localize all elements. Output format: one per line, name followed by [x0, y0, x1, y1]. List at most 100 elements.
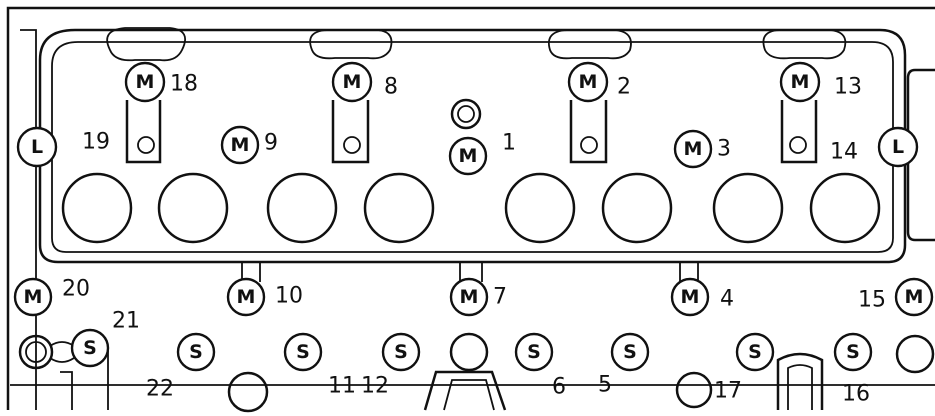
svg-text:S: S [394, 341, 408, 363]
cylinder-bores [61, 172, 881, 244]
post-stub [679, 262, 699, 282]
cylinder-bore [363, 172, 435, 244]
bolt-number: 3 [717, 137, 731, 162]
plain-port-inner [25, 341, 47, 363]
tab-hole [789, 136, 807, 154]
m-bolts: M 18 M 8 M 2 M 13 M 9 M 1 [13, 61, 934, 317]
outer-frame [6, 6, 935, 410]
cylinder-bore [266, 172, 338, 244]
bolt-tab [780, 100, 818, 164]
bolt-m-15: M 15 [858, 277, 934, 317]
svg-text:S: S [296, 341, 310, 363]
bolt-m-13: M 13 [779, 61, 862, 103]
bolt-number: 19 [82, 130, 110, 155]
post-stub [459, 262, 483, 282]
bolt-tab [331, 100, 370, 164]
locator-ring-inner [457, 105, 475, 123]
bolt-number: 18 [170, 72, 198, 97]
cylinder-bore [712, 172, 784, 244]
svg-text:S: S [748, 341, 762, 363]
svg-text:S: S [623, 341, 637, 363]
cylinder-bore [504, 172, 576, 244]
bolt-m-10: M 10 [226, 277, 303, 317]
bolt-number: 17 [714, 379, 742, 404]
cylinder-bore [61, 172, 133, 244]
rocker-mount-lobe [106, 27, 186, 62]
bolt-m-2: M 2 [567, 61, 631, 103]
lower-right-housing [776, 352, 824, 410]
bolt-m-7: M 7 [449, 277, 507, 317]
plain-port [449, 332, 489, 372]
svg-text:S: S [846, 341, 860, 363]
plain-port [227, 371, 269, 413]
bolt-s-11: S 11 [283, 332, 356, 399]
svg-text:M: M [343, 71, 362, 93]
svg-text:M: M [681, 286, 700, 308]
port-link [49, 341, 75, 363]
svg-text:M: M [460, 286, 479, 308]
bolt-number: 2 [617, 75, 631, 100]
bolt-number: 22 [146, 377, 174, 402]
bolt-s-12: S 12 [361, 332, 421, 399]
bolt-number: 4 [720, 287, 734, 312]
bolt-number: 1 [502, 131, 516, 156]
bolt-number: 15 [858, 288, 886, 313]
lower-left-lip [60, 371, 73, 410]
bolt-number: 20 [62, 277, 90, 302]
rocker-mount-lobe [309, 29, 393, 60]
head-outline-outer [38, 28, 907, 264]
tab-hole [137, 136, 155, 154]
svg-text:M: M [905, 286, 924, 308]
bolt-number: 9 [264, 131, 278, 156]
bolt-m-9: M 9 [220, 125, 278, 165]
plain-port [675, 371, 713, 409]
cylinder-bore [601, 172, 673, 244]
bolt-s-6: S 6 [514, 332, 566, 400]
plain-port [895, 334, 935, 374]
bolt-m-3: M 3 [673, 129, 731, 169]
lower-right-housing-inner [787, 364, 813, 410]
bolt-m-4: M 4 [670, 277, 734, 317]
bolt-m-18: M 18 [124, 61, 198, 103]
bolt-s-22: S 22 [146, 332, 216, 402]
bolt-number: 13 [834, 75, 862, 100]
svg-text:M: M [136, 71, 155, 93]
lower-cover-outline [423, 370, 507, 411]
rocker-mount-lobe [762, 29, 847, 60]
svg-text:L: L [892, 136, 904, 158]
bolt-number: 10 [275, 284, 303, 309]
s-bolts: S 21 S 22 S 11 S 12 S 6 S 5 [70, 309, 873, 407]
bolt-m-1: M 1 [448, 131, 516, 176]
svg-text:S: S [83, 337, 97, 359]
svg-text:S: S [527, 341, 541, 363]
svg-text:S: S [189, 341, 203, 363]
svg-text:M: M [684, 138, 703, 160]
svg-text:M: M [24, 286, 43, 308]
bolt-s-17: S 17 [714, 332, 775, 404]
bolt-tab [569, 100, 608, 164]
svg-text:M: M [231, 134, 250, 156]
bolt-number: 14 [830, 140, 858, 165]
head-outline-inner [51, 41, 894, 253]
svg-text:M: M [237, 286, 256, 308]
cylinder-bore [809, 172, 881, 244]
bolt-number: 6 [552, 375, 566, 400]
bolt-m-8: M 8 [331, 61, 398, 103]
bolt-s-16: S 16 [833, 332, 873, 407]
bolt-s-21: S 21 [70, 309, 140, 368]
bolt-tab [125, 100, 162, 164]
cylinder-bore [157, 172, 229, 244]
svg-text:M: M [579, 71, 598, 93]
rocker-mount-lobe [548, 29, 632, 60]
lower-cover-inner [443, 379, 495, 411]
bolt-number: 8 [384, 75, 398, 100]
l-bolts: L 19 L 14 [16, 126, 919, 168]
bolt-l-19: L 19 [16, 126, 110, 168]
bolt-l-14: L 14 [830, 126, 919, 168]
bolt-s-5: S 5 [598, 332, 650, 398]
svg-text:M: M [459, 145, 478, 167]
plain-port [18, 334, 54, 370]
bolt-number: 11 [328, 374, 356, 399]
svg-text:L: L [31, 136, 43, 158]
